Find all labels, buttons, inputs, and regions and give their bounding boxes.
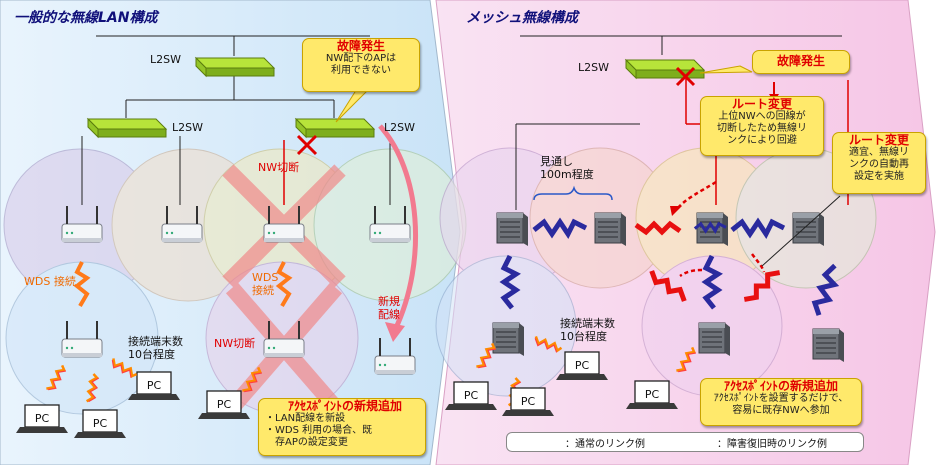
new-wiring-arrow: [378, 124, 419, 332]
l2sw-mesh-label: L2SW: [578, 61, 609, 74]
legend-normal-label: ：通常のリンク例: [565, 439, 645, 450]
left-ap-add-callout: ｱｸｾｽﾎﾟｲﾝﾄの新規追加 ・LAN配線を新設 ・WDS 利用の場合、既 存A…: [258, 398, 426, 456]
pc-label: PC: [520, 395, 536, 408]
route-change-line: 上位NWへの回線が: [718, 111, 806, 123]
wds-center-label: WDS 接続: [252, 271, 279, 297]
failure-title: 故障発生: [776, 54, 825, 68]
wds-center-line: WDS: [252, 271, 279, 284]
route-change-title: ルート変更: [731, 97, 792, 111]
mesh-ap-5: [492, 322, 525, 357]
visibility-line: 見通し: [540, 155, 573, 168]
left-wiring: [81, 35, 391, 205]
mesh-ap-2: [594, 212, 627, 247]
l2sw-left-label: L2SW: [172, 121, 203, 134]
route-change-line: 設定を実施: [854, 171, 904, 183]
terminal-count-line: 接続端末数: [560, 317, 615, 330]
new-wiring-line: 新規: [378, 295, 400, 308]
right-title: メッシュ無線構成: [466, 10, 578, 26]
wds-left-label: WDS 接続: [24, 275, 76, 288]
left-title: 一般的な無線LAN構成: [14, 10, 158, 26]
route-change-line: 適宜、無線リ: [849, 147, 909, 159]
pc-label: PC: [644, 388, 660, 401]
terminal-count-line: 10台程度: [560, 329, 607, 343]
right-failure-x-icon: [675, 66, 696, 87]
nw-cut-upper-label: NW切断: [258, 161, 300, 174]
failure-title: 故障発生: [336, 39, 385, 53]
pc-label: PC: [34, 412, 50, 425]
right-wiring: [515, 35, 842, 210]
link-legend: ：通常のリンク例 ：障害復旧時のリンク例: [506, 432, 864, 452]
ap-add-line: 容易に既存NWへ参加: [732, 405, 830, 417]
terminal-count-line: 10台程度: [128, 347, 175, 361]
pc-label: PC: [574, 359, 590, 372]
l2sw-top-switch: [195, 57, 275, 77]
route-change-line: 切断したため無線リ: [717, 123, 807, 135]
route-change-line: ンクの自動再: [849, 159, 909, 171]
ap-add-title: ｱｸｾｽﾎﾟｲﾝﾄの新規追加: [287, 399, 402, 413]
right-terminal-count: 接続端末数 10台程度: [560, 317, 615, 343]
wds-center-line: 接続: [252, 283, 274, 297]
l2sw-right-switch: [295, 118, 375, 138]
route-change-callout-1: ルート変更 上位NWへの回線が 切断したため無線リ ンクにより回避: [700, 96, 824, 156]
ap-add-line: ｱｸｾｽﾎﾟｲﾝﾄを設置するだけで、: [713, 393, 849, 405]
right-coverage-areas: [435, 147, 877, 397]
ap-add-line: ・LAN配線を新設: [265, 413, 346, 425]
right-failure-callout: 故障発生: [752, 50, 850, 74]
new-wiring-label: 新規 配線: [378, 295, 400, 321]
mesh-ap-new: [812, 328, 845, 363]
visibility-label: 見通し 100m程度: [540, 155, 594, 181]
nw-cut-lower-label: NW切断: [214, 337, 256, 350]
ap-add-line: 存APの設定変更: [265, 437, 348, 449]
pc-label: PC: [146, 379, 162, 392]
l2sw-top-label: L2SW: [150, 53, 181, 66]
mesh-ap-4: [792, 212, 825, 247]
right-ap-add-callout: ｱｸｾｽﾎﾟｲﾝﾄの新規追加 ｱｸｾｽﾎﾟｲﾝﾄを設置するだけで、 容易に既存N…: [700, 378, 862, 426]
route-change-arrowhead: [670, 206, 682, 216]
mesh-ap-1: [496, 212, 529, 247]
left-failure-x-icon: [296, 134, 318, 156]
callout-tail: [699, 65, 753, 74]
callout-pointer: [761, 195, 841, 267]
legend-recovery-label: ：障害復旧時のリンク例: [717, 439, 827, 450]
left-failure-callout: 故障発生 NW配下のAPは 利用できない: [302, 38, 420, 92]
pc-label: PC: [216, 398, 232, 411]
pc-label: PC: [463, 389, 479, 402]
mesh-ap-6: [698, 322, 731, 357]
ap-add-line: ・WDS 利用の場合、既: [265, 425, 373, 437]
l2sw-right-label: L2SW: [384, 121, 415, 134]
new-wiring-line: 配線: [378, 307, 400, 321]
left-terminal-count: 接続端末数 10台程度: [128, 335, 183, 361]
route-change-callout-2: ルート変更 適宜、無線リ ンクの自動再 設定を実施: [832, 132, 926, 194]
route-change-arrow: [679, 268, 703, 278]
route-change-arrow: [751, 253, 766, 273]
failure-body-line: NW配下のAPは: [325, 53, 397, 65]
pc-label: PC: [92, 417, 108, 430]
visibility-line: 100m程度: [540, 167, 594, 181]
terminal-count-line: 接続端末数: [128, 335, 183, 348]
visibility-brace: [533, 185, 613, 201]
new-wiring-arrowhead: [385, 322, 405, 342]
ap-add-title: ｱｸｾｽﾎﾟｲﾝﾄの新規追加: [723, 379, 838, 393]
route-change-title: ルート変更: [848, 133, 909, 147]
route-change-line: ンクにより回避: [727, 135, 797, 147]
failure-body-line: 利用できない: [331, 65, 391, 77]
l2sw-left-switch: [87, 118, 167, 138]
